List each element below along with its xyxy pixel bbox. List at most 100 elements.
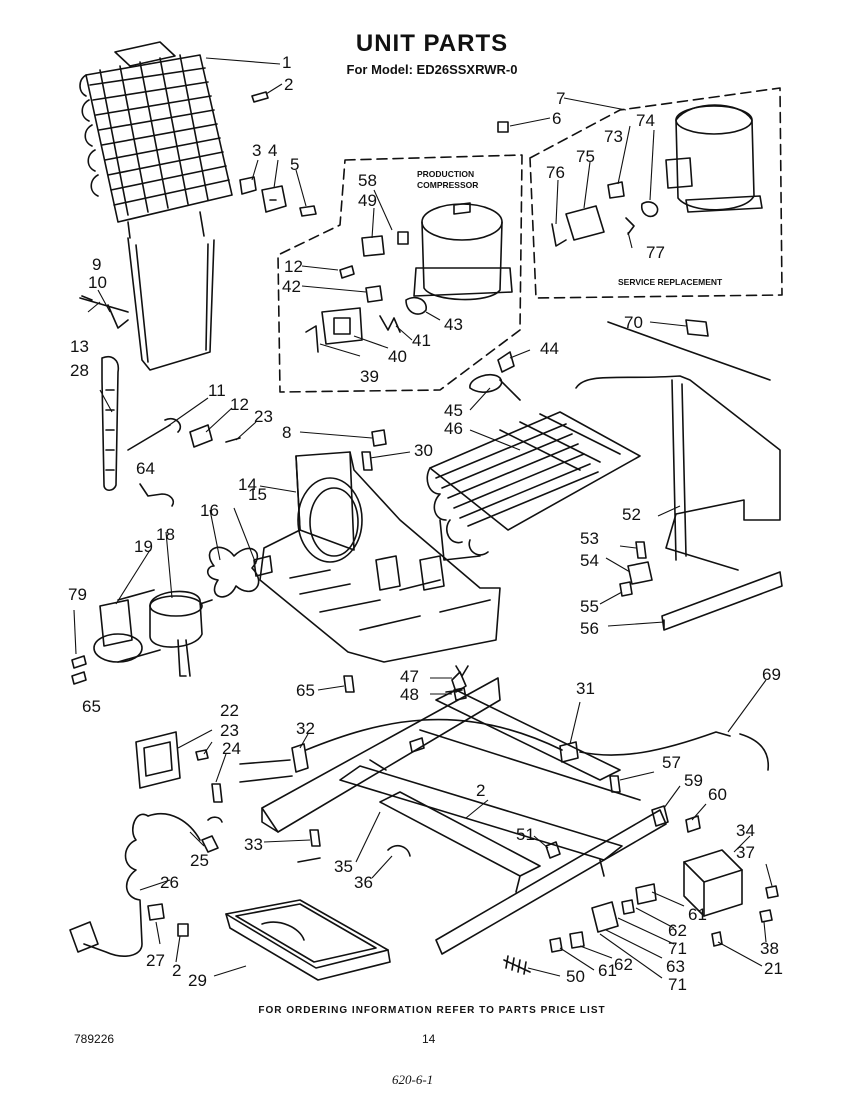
callout: 52 (622, 505, 641, 524)
power-cord (69, 813, 149, 957)
callout: 21 (764, 959, 783, 978)
fan-housing-bracket (259, 451, 501, 663)
callout: 32 (296, 719, 315, 738)
ordering-footer: FOR ORDERING INFORMATION REFER TO PARTS … (258, 1005, 606, 1016)
callout: 48 (400, 685, 419, 704)
callout: 41 (412, 331, 431, 350)
small-hardware-top (239, 91, 509, 217)
callout: 6 (552, 109, 561, 128)
callout: 12 (284, 257, 303, 276)
callout: 53 (580, 529, 599, 548)
callout: 27 (146, 951, 165, 970)
callout: 30 (414, 441, 433, 460)
callout: 43 (444, 315, 463, 334)
callout: 54 (580, 551, 599, 570)
callout: 15 (248, 485, 267, 504)
service-replacement-box (529, 87, 783, 299)
callout: 38 (760, 939, 779, 958)
callout: 71 (668, 975, 687, 994)
leader-lines (73, 57, 773, 979)
callout: 64 (136, 459, 155, 478)
production-compressor (413, 202, 513, 301)
callout: 65 (82, 697, 101, 716)
callout: 40 (388, 347, 407, 366)
callout: 24 (222, 739, 241, 758)
base-frame (261, 677, 667, 955)
callout: 12 (230, 395, 249, 414)
callout: 9 (92, 255, 101, 274)
production-box-label-1: PRODUCTION (417, 169, 474, 179)
callout: 13 (70, 337, 89, 356)
callout: 69 (762, 665, 781, 684)
callout: 62 (668, 921, 687, 940)
callout: 2 (172, 961, 181, 980)
callout: 65 (296, 681, 315, 700)
callout: 42 (282, 277, 301, 296)
production-compressor-box (277, 154, 523, 393)
callout: 7 (556, 89, 565, 108)
fan-motor (93, 589, 213, 677)
fan-blade (206, 546, 260, 598)
callout: 22 (220, 701, 239, 720)
page-number: 14 (422, 1032, 436, 1046)
callout: 29 (188, 971, 207, 990)
callout: 45 (444, 401, 463, 420)
callout: 1 (282, 53, 291, 72)
callout: 37 (736, 843, 755, 862)
model-line: For Model: ED26SSXRWR-0 (346, 62, 518, 77)
callout: 36 (354, 873, 373, 892)
callout: 34 (736, 821, 755, 840)
callout: 23 (220, 721, 239, 740)
callout: 5 (290, 155, 299, 174)
callout: 79 (68, 585, 87, 604)
callout: 70 (624, 313, 643, 332)
callout: 61 (688, 905, 707, 924)
callout: 60 (708, 785, 727, 804)
callout: 16 (200, 501, 219, 520)
callout: 2 (476, 781, 485, 800)
service-compressor (665, 104, 763, 213)
callout: 58 (358, 171, 377, 190)
production-box-label-2: COMPRESSOR (417, 180, 478, 190)
callout: 47 (400, 667, 419, 686)
control-box (683, 849, 743, 917)
callout: 55 (580, 597, 599, 616)
callout: 61 (598, 961, 617, 980)
callout: 2 (284, 75, 293, 94)
callout: 44 (540, 339, 559, 358)
callout: 35 (334, 857, 353, 876)
handwritten-note: 620-6-1 (392, 1072, 434, 1087)
callout: 18 (156, 525, 175, 544)
callout: 14 (238, 475, 257, 494)
callout-numbers: 1 2 3 4 5 6 7 8 9 10 11 12 12 13 14 15 1… (68, 53, 783, 994)
callout: 57 (662, 753, 681, 772)
callout: 73 (604, 127, 623, 146)
callout: 23 (254, 407, 273, 426)
callout: 51 (516, 825, 535, 844)
condenser-frame (127, 237, 215, 371)
callout: 59 (684, 771, 703, 790)
callout: 8 (282, 423, 291, 442)
callout: 10 (88, 273, 107, 292)
callout: 63 (666, 957, 685, 976)
callout: 11 (208, 381, 226, 400)
callout: 19 (134, 537, 153, 556)
evaporator-coil (426, 411, 641, 556)
callout: 3 (252, 141, 261, 160)
page-title: UNIT PARTS (355, 30, 509, 57)
callout: 75 (576, 147, 595, 166)
callout: 25 (190, 851, 209, 870)
service-box-label: SERVICE REPLACEMENT (618, 277, 723, 287)
callout: 49 (358, 191, 377, 210)
callout: 26 (160, 873, 179, 892)
callout: 46 (444, 419, 463, 438)
condenser-coil (79, 41, 233, 239)
callout: 71 (668, 939, 687, 958)
callout: 4 (268, 141, 277, 160)
callout: 39 (360, 367, 379, 386)
callout: 31 (576, 679, 595, 698)
callout: 74 (636, 111, 655, 130)
callout: 76 (546, 163, 565, 182)
